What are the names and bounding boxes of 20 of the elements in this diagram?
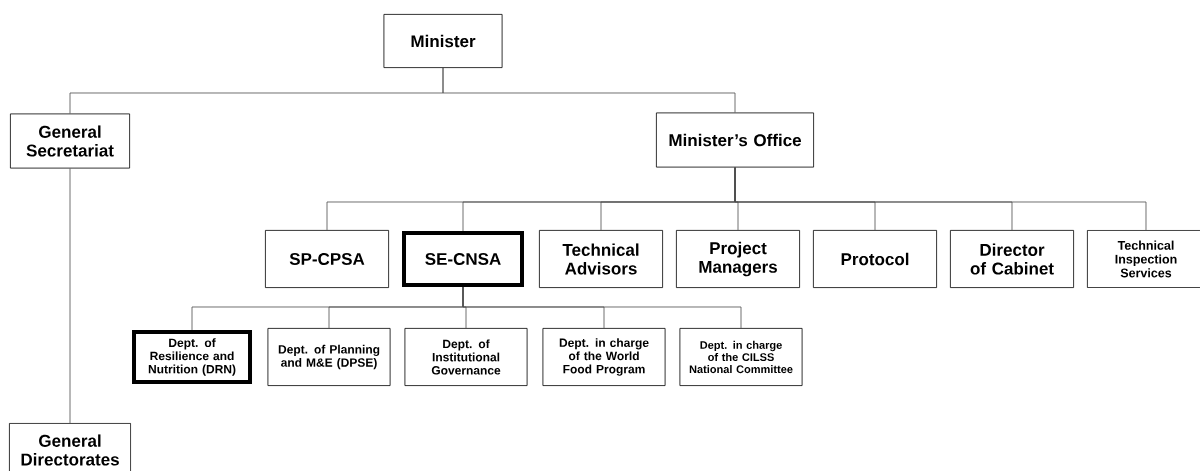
org-box: Project Managers — [676, 230, 800, 288]
org-box: General Directorates — [9, 423, 131, 471]
connector-line — [442, 67, 736, 113]
org-box: Dept. of Resilience and Nutrition (DRN) — [132, 330, 252, 384]
org-box: Protocol — [813, 230, 937, 288]
org-box: Dept. in charge of the CILSS National Committee — [679, 328, 803, 386]
org-box: Technical Advisors — [539, 230, 663, 288]
org-box: Dept. of Institutional Governance — [404, 328, 528, 386]
org-box: Dept. of Planning and M&E (DPSE) — [267, 328, 391, 386]
org-box: Director of Cabinet — [950, 230, 1074, 288]
org-box: SE-CNSA — [402, 231, 524, 287]
org-box: Technical Inspection Services — [1087, 230, 1200, 288]
org-box: General Secretariat — [10, 113, 130, 169]
org-box: SP-CPSA — [265, 230, 389, 288]
org-box: Dept. in charge of the World Food Program — [542, 328, 666, 386]
connector-line — [734, 167, 1147, 231]
connector-line — [69, 168, 71, 424]
org-box: Minister’s Office — [656, 112, 814, 168]
org-box: Minister — [383, 14, 503, 68]
connector-line — [462, 286, 742, 329]
